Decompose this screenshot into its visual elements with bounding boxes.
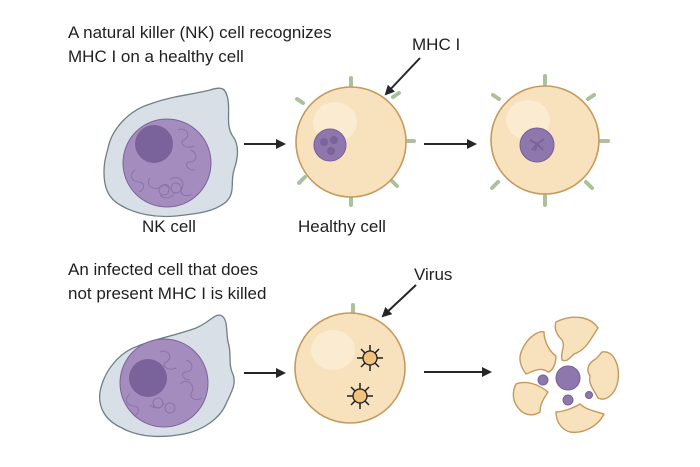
- bottom-caption-line2: not present MHC I is killed: [68, 284, 267, 303]
- nk-nucleolus: [135, 125, 173, 163]
- nk-cell-bottom: [98, 314, 235, 438]
- mhc-i-receptors: [295, 76, 416, 207]
- nk-nucleolus: [129, 359, 167, 397]
- mhc-i-callout-label: MHC I: [412, 35, 461, 54]
- healthy-cell: [295, 76, 416, 207]
- infected-cell: [294, 303, 406, 424]
- chromatin: [126, 350, 203, 417]
- cell-fragment: [554, 316, 599, 362]
- top-caption-line2: MHC I on a healthy cell: [68, 47, 244, 66]
- nk-cell-label: NK cell: [142, 217, 196, 236]
- cell-fragment: [512, 381, 549, 416]
- spared-healthy-cell: [490, 74, 610, 207]
- nucleus-fragments: [537, 365, 593, 406]
- cell-fragment: [587, 351, 620, 400]
- nk-cell-top: [103, 87, 239, 218]
- mhc-i-callout-arrow: [384, 57, 421, 96]
- virus-icon: [357, 345, 383, 371]
- bottom-caption-line1: An infected cell that does: [68, 260, 258, 279]
- virus-icon: [347, 383, 373, 409]
- mhc-i-receptors: [490, 74, 610, 207]
- top-caption-line1: A natural killer (NK) cell recognizes: [68, 23, 332, 42]
- virus-callout-label: Virus: [414, 265, 453, 284]
- virus-callout-arrow: [381, 284, 417, 318]
- healthy-nucleus: [313, 128, 347, 162]
- cell-fragment: [519, 330, 557, 375]
- lysed-cell: [512, 316, 620, 433]
- healthy-cell-label: Healthy cell: [298, 217, 386, 236]
- cell-fragment: [555, 403, 605, 433]
- chromatin: [131, 128, 197, 199]
